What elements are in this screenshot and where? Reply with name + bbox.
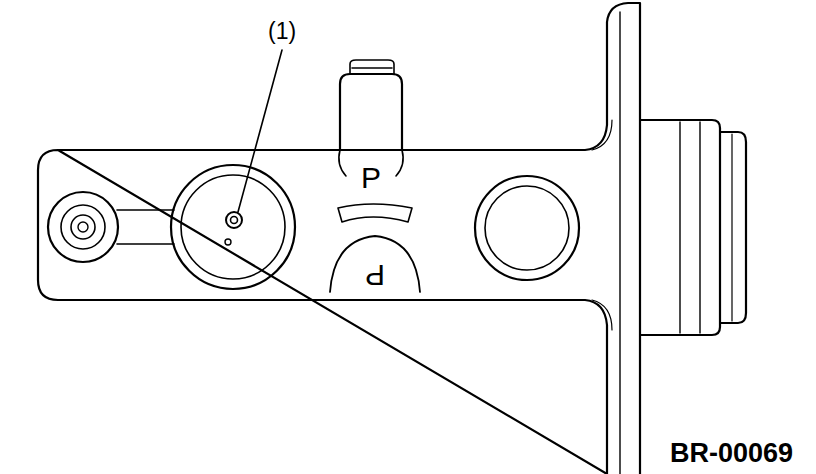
boss [640,120,720,335]
cap-nub [350,60,394,74]
reservoir-port [475,176,579,280]
cylinder-body [38,3,640,474]
small-hole [225,239,231,245]
outlet-port [78,222,88,232]
outlet-port [61,205,105,249]
boss-end-line [731,134,732,321]
lens-mark [338,204,412,222]
flange-fillet [592,120,612,330]
leader-line [238,50,282,212]
outlet-port [48,192,118,262]
port-hole [226,212,242,228]
port-hole [231,217,238,224]
part-marking: P [361,163,381,193]
callout-number: (1) [268,20,296,43]
flange-edge [619,12,620,474]
part-marking: P [365,260,385,290]
figure-code: BR-00069 [670,440,793,467]
outlet-port [71,215,95,239]
cap [340,74,402,150]
arch-mark [330,236,420,292]
boss-end [720,132,746,323]
reservoir-port [485,186,569,270]
port-band [117,210,174,244]
boss-groove [680,122,700,333]
reservoir-port [171,165,295,289]
reservoir-port [181,175,285,279]
